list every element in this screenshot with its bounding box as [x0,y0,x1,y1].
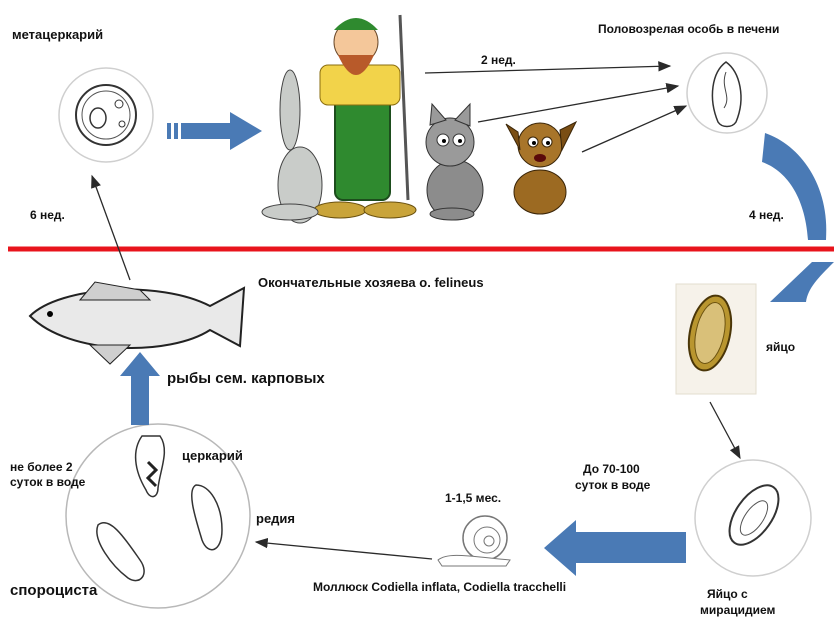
egg-illustration [676,284,756,394]
arrow-fish-to-metacercaria [92,176,130,280]
label-cercaria: церкарий [182,448,243,464]
egg-miracidium-illustration [695,460,811,576]
blue-curve-arrow-upper [762,133,826,240]
cat-illustration [426,104,483,220]
label-egg: яйцо [766,339,795,355]
arrow-fisherman-to-adult [425,66,670,73]
arrow-dog-to-adult [582,106,686,152]
fish-illustration [30,282,244,364]
arrow-egg-to-miracidium [710,402,740,458]
metacercaria-illustration [59,68,153,162]
blue-arrow-to-fish [120,352,160,425]
label-mollusk-time: 1-1,5 мес. [445,490,501,506]
label-weeks-4: 4 нед. [749,207,784,223]
label-egg-time-2: суток в воде [575,477,650,493]
label-cercaria-time-2: суток в воде [10,474,85,490]
dog-illustration [506,122,576,214]
label-egg-miracidium-2: мирацидием [700,602,775,618]
arrow-cat-to-adult [478,86,678,122]
snail-illustration [438,516,510,566]
label-redia: редия [256,511,295,527]
label-weeks-6: 6 нед. [30,207,65,223]
label-egg-miracidium-1: Яйцо с [707,586,748,602]
label-adult-in-liver: Половозрелая особь в печени [598,21,779,37]
label-sporocyst: спороциста [10,583,97,599]
adult-fluke-illustration [687,53,767,133]
arrow-mollusk-to-cercaria [256,542,432,559]
label-metacercaria: метацеркарий [12,27,103,43]
label-cercaria-time-1: не более 2 [10,459,73,475]
label-definitive-hosts: Окончательные хозяева о. felineus [258,275,484,291]
label-weeks-2: 2 нед. [481,52,516,68]
blue-curve-arrow-lower [770,262,834,302]
blue-arrow-to-mollusk [544,520,686,576]
label-egg-time-1: До 70-100 [583,461,640,477]
fisherman-illustration [262,15,416,223]
blue-arrow-to-hosts [167,112,262,150]
label-carp-fish: рыбы сем. карповых [167,371,325,387]
label-mollusk-species: Моллюск Codiella inflata, Codiella tracc… [313,579,566,595]
